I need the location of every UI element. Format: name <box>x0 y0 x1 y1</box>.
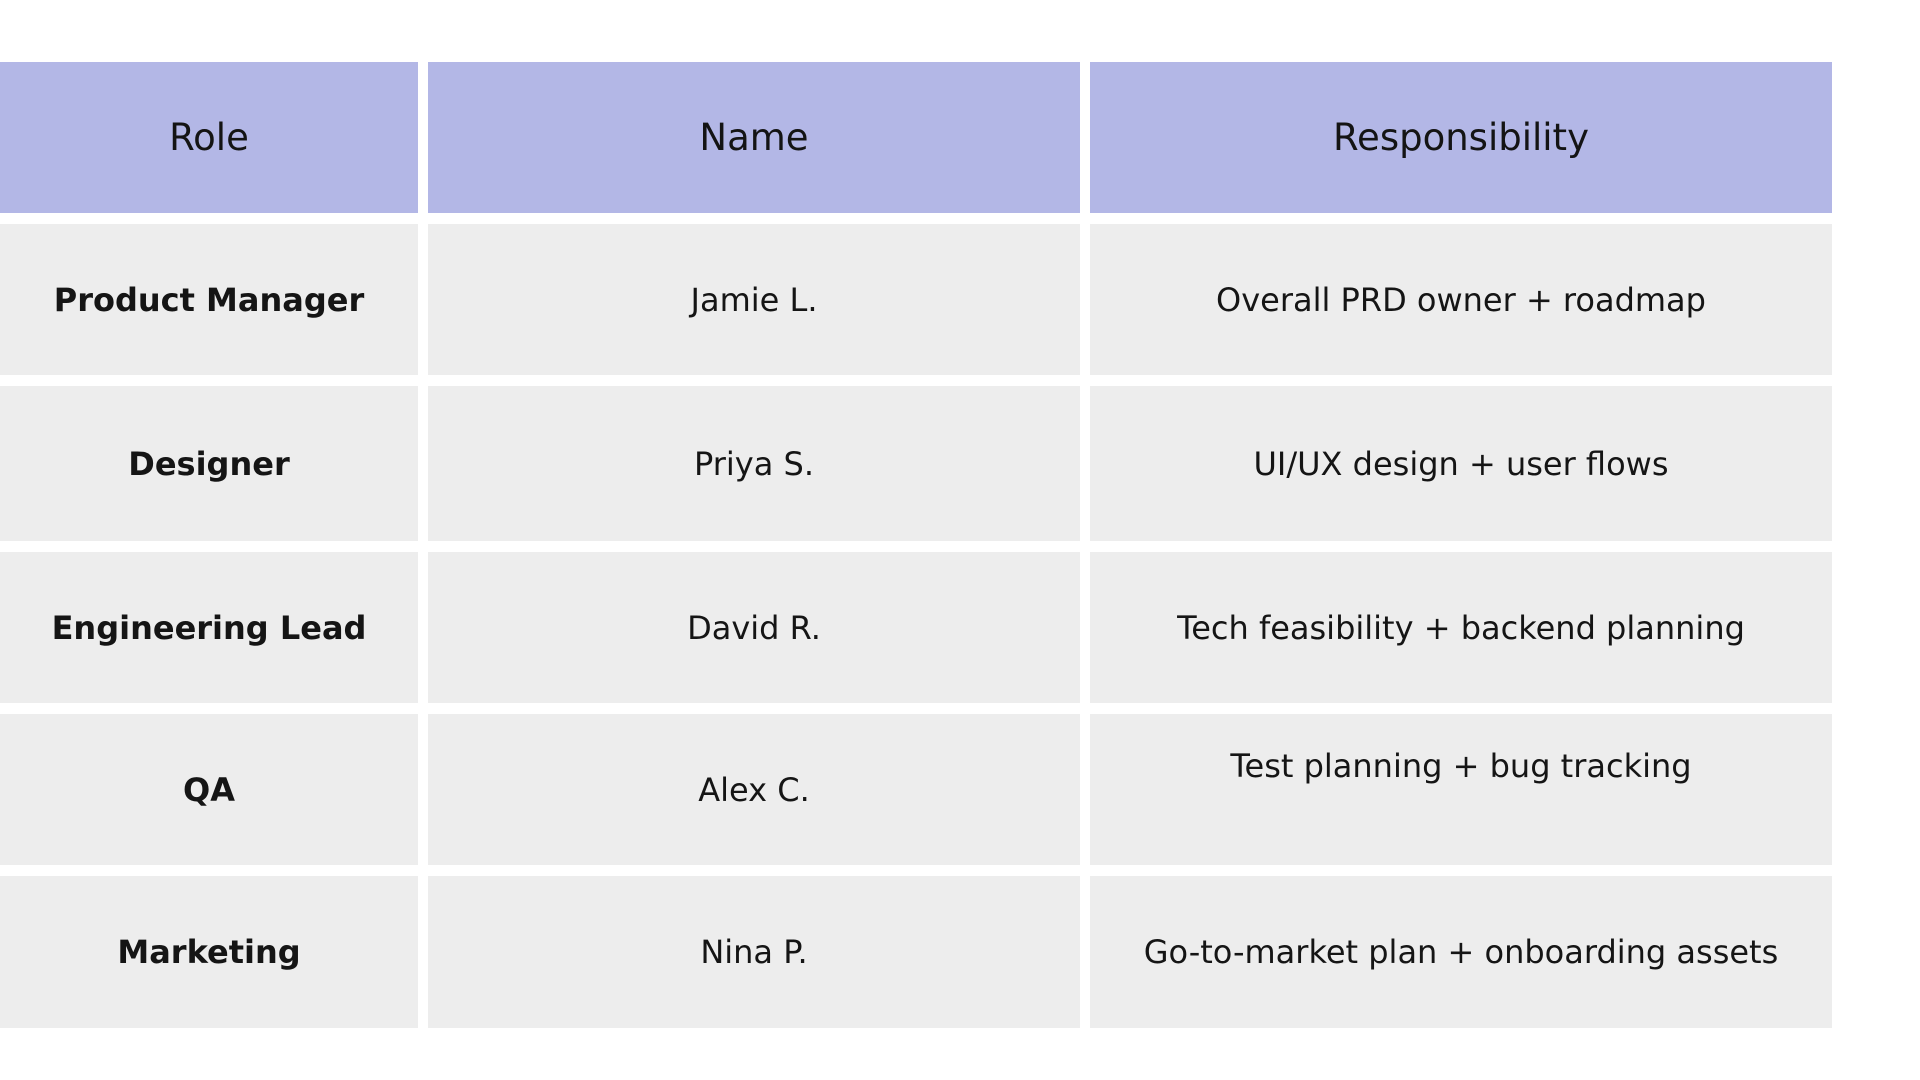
name-nina: Nina P. <box>428 876 1080 1028</box>
header-responsibility: Responsibility <box>1090 62 1832 213</box>
role-engineering-lead: Engineering Lead <box>0 552 418 703</box>
responsibility-product-manager: Overall PRD owner + roadmap <box>1090 224 1832 375</box>
role-product-manager: Product Manager <box>0 224 418 375</box>
role-qa: QA <box>0 714 418 865</box>
responsibility-engineering-lead: Tech feasibility + backend planning <box>1090 552 1832 703</box>
team-table: Role Name Responsibility Product Manager… <box>0 62 1832 1028</box>
name-david: David R. <box>428 552 1080 703</box>
responsibility-designer: UI/UX design + user flows <box>1090 386 1832 541</box>
role-marketing: Marketing <box>0 876 418 1028</box>
responsibility-qa: Test planning + bug tracking <box>1090 714 1832 865</box>
header-name: Name <box>428 62 1080 213</box>
name-jamie: Jamie L. <box>428 224 1080 375</box>
responsibility-marketing: Go-to-market plan + onboarding assets <box>1090 876 1832 1028</box>
name-alex: Alex C. <box>428 714 1080 865</box>
header-role: Role <box>0 62 418 213</box>
role-designer: Designer <box>0 386 418 541</box>
name-priya: Priya S. <box>428 386 1080 541</box>
